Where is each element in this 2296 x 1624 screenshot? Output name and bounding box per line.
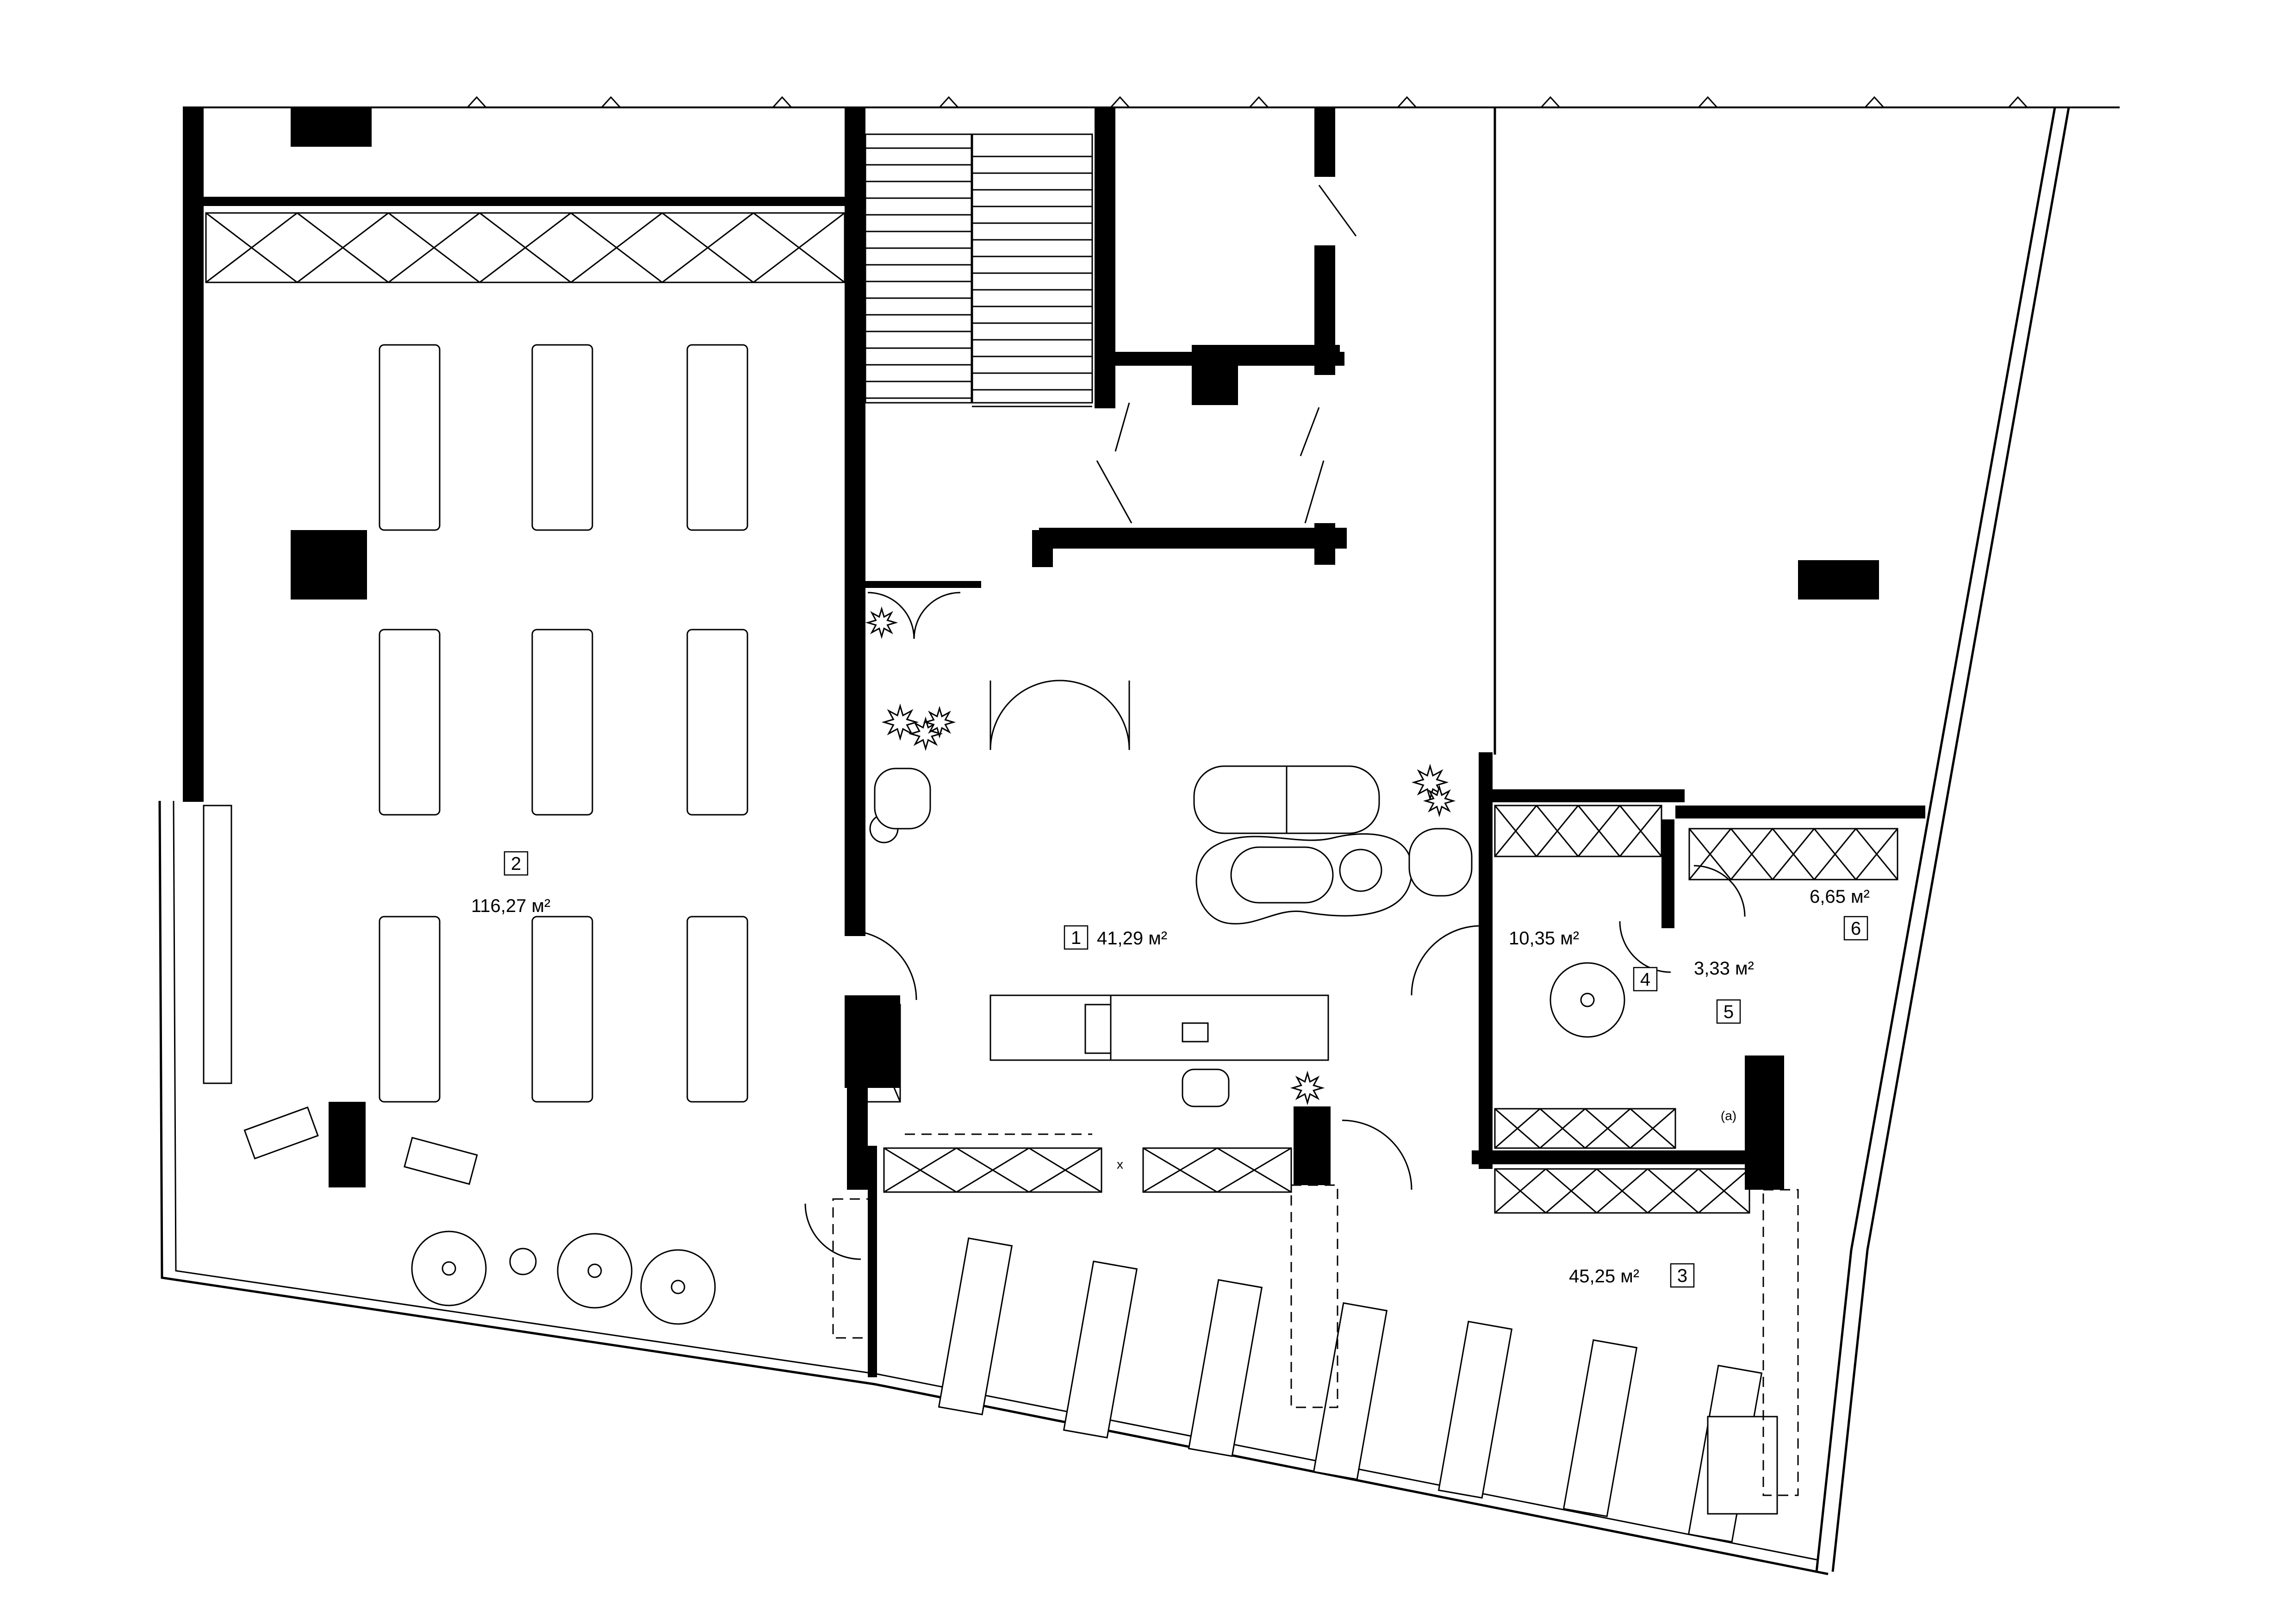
display-table [531,916,593,1103]
hatch-line [1855,828,1898,880]
storage-strip [1688,828,1898,881]
storage-strip [883,1147,1102,1193]
hatch-line [1772,828,1815,880]
dashed-outlines [832,1133,1799,1496]
svg-text:3: 3 [1677,1266,1687,1286]
structural-walls [183,107,1925,1377]
round-tables [411,814,1625,1325]
facade-markers [467,96,2028,108]
room-labels: 2 116,27 м² 1 41,29 м² 10,35 м² 4 3,33 м… [471,851,1870,1288]
svg-text:10,35 м²: 10,35 м² [1509,928,1579,949]
exterior-outline [158,106,2120,1575]
storage-strip [205,212,846,283]
hatch-line [1630,1108,1676,1149]
lounger [1188,1279,1263,1457]
lounger [938,1237,1013,1416]
plant [1423,784,1456,818]
svg-text:1: 1 [1071,928,1081,948]
display-table [686,916,748,1103]
hatch-line [1813,828,1857,880]
display-table [686,629,748,816]
plant [865,606,898,639]
room-3-label: 45,25 м² 3 [1569,1263,1695,1288]
room-1-label: 1 41,29 м² [1064,925,1167,950]
window-seat [203,805,232,1084]
display-tables [203,344,748,1185]
lounger [1707,1416,1778,1515]
display-table [531,629,593,816]
svg-text:45,25 м²: 45,25 м² [1569,1266,1639,1287]
storage-strip [1494,1108,1676,1149]
hatch-line [1577,805,1621,857]
bench [404,1137,478,1185]
room-4-label: 10,35 м² 4 [1509,928,1658,992]
storage-strip [858,1004,901,1103]
display-table [686,344,748,531]
hatch-line [1536,805,1579,857]
svg-text:2: 2 [511,854,521,874]
plants [865,606,1456,1106]
hatch-line [479,212,572,283]
hatch-line [1217,1147,1292,1193]
storage-strips [205,212,1898,1214]
hatch-line [1494,805,1537,857]
hatch-line [1585,1108,1631,1149]
hatch-line [858,1004,901,1102]
lounger [1063,1260,1138,1439]
plant [923,706,956,739]
hatch-line [570,212,663,283]
hatch-line [753,212,845,283]
hatch-line [1028,1147,1102,1193]
room-5-label: 3,33 м² 5 [1694,958,1754,1024]
hatch-line [1545,1168,1597,1214]
hatch-line [1539,1108,1586,1149]
storage-strip [1494,805,1662,857]
hatch-line [1596,1168,1648,1214]
svg-text:4: 4 [1640,969,1650,990]
terrace-loungers [938,1237,1778,1543]
display-table [379,344,441,531]
hatch-line [1647,1168,1699,1214]
storage-strip [1142,1147,1292,1193]
hatch-line [884,1147,957,1193]
hatch-line [956,1147,1030,1193]
hatch-line [1619,805,1662,857]
hatch-line [1730,828,1773,880]
hatch-line [1698,1168,1750,1214]
storage-strip [1494,1168,1750,1214]
room-2-label: 2 116,27 м² [471,851,550,916]
cabinet-mark: x [1117,1157,1123,1172]
bench [243,1106,319,1160]
lounger [1562,1339,1638,1518]
lounger [1437,1320,1513,1499]
plant [1290,1070,1325,1106]
room-6-label: 6,65 м² 6 [1810,887,1870,941]
hatch-line [388,212,480,283]
lounge-furniture [874,765,1473,1107]
svg-text:6,65 м²: 6,65 м² [1810,887,1870,907]
svg-text:3,33 м²: 3,33 м² [1694,958,1754,979]
hatch-line [1688,828,1732,880]
hatch-line [661,212,754,283]
display-table [379,916,441,1103]
doors [804,185,1746,1260]
svg-text:5: 5 [1724,1002,1734,1022]
plant [881,703,919,741]
hatch-line [297,212,389,283]
staircase [865,133,1093,407]
hatch-line [1494,1168,1546,1214]
svg-text:6: 6 [1851,918,1861,939]
display-table [379,629,441,816]
hatch-line [205,212,298,283]
svg-text:116,27 м²: 116,27 м² [471,896,550,916]
wc-mark: (a) [1721,1109,1736,1123]
svg-text:41,29 м²: 41,29 м² [1097,928,1167,949]
hatch-line [1143,1147,1218,1193]
lounger [1313,1302,1388,1480]
display-table [531,344,593,531]
hatch-line [1494,1108,1541,1149]
